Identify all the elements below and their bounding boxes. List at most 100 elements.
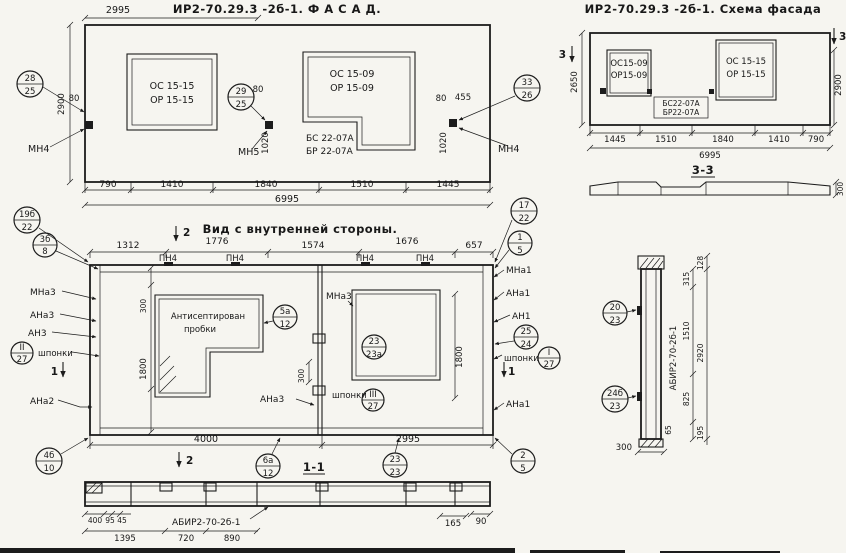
callout-5a-12: 5а 12 [263, 304, 298, 330]
side-section: 20 23 24б 23 АБИР2-70-2б-1 315 1510 825 … [601, 252, 711, 456]
label-an3-left: АН3 [28, 329, 47, 339]
antiseptic-note-1: Антисептирован [171, 312, 245, 322]
callout-I-27: I 27 [537, 346, 561, 370]
dim-1776: 1776 [206, 237, 229, 247]
scheme-window2-outer [715, 39, 777, 101]
label-mna3-left: МНа3 [30, 288, 56, 298]
callout-23-bot: 23 [390, 468, 401, 478]
strip-dims-right: 165 90 [436, 510, 494, 529]
anchor-label-mn4-right: МН4 [498, 144, 519, 155]
dim-400: 400 [88, 516, 103, 525]
callout-5a-bot: 12 [280, 320, 291, 330]
scheme-window1-mark: ОС15-09 [610, 59, 647, 69]
callout-23a-top: 23 [369, 337, 380, 347]
label-shponki-right: шпонки [504, 354, 539, 364]
dim-455: 455 [455, 93, 471, 103]
callout-2-5: 2 5 [494, 437, 536, 474]
inner-mid-vert-dim: 300 [297, 358, 313, 386]
section2-mark-top: 2 [183, 227, 190, 239]
inner-view: 2 Вид с внутренней стороны. 1312 1776 15… [10, 197, 561, 479]
callout-20-top: 20 [610, 303, 621, 313]
leader-ana3-left [59, 313, 97, 322]
antiseptic-note-2: пробки [184, 325, 216, 335]
key-block-1 [312, 333, 326, 344]
inner-window-left-outer [154, 294, 264, 398]
callout-2-top: 2 [520, 451, 525, 461]
callout-17-bot: 22 [519, 214, 530, 224]
facade-beam-mark-bs: БС 22-07А [306, 134, 354, 144]
leader-strip-mark [249, 506, 269, 520]
facade-window1-inner [131, 58, 213, 126]
inner-dim-bottom-chain: 4000 2995 [86, 434, 497, 449]
facade-dim-top: 2995 [81, 5, 262, 22]
scheme-anchor-3 [709, 89, 714, 94]
facade-dim-left: 2900 [57, 21, 74, 186]
dim-790: 790 [99, 180, 116, 190]
callout-29-bot: 25 [236, 100, 247, 110]
callout-23-23a: 23 23а [361, 334, 387, 360]
facade-window2-mark: ОС 15-09 [330, 69, 375, 80]
dim-80-left: 80 [69, 94, 80, 104]
facade-view: ИР2-70.29.3 -2б-1. Ф А С А Д. ОС 15-15 О… [16, 2, 541, 209]
strip-detail-5 [449, 482, 463, 492]
callout-19b-bot: 22 [22, 223, 33, 233]
scheme-beam-bs: БС22-07А [662, 99, 700, 108]
dim-165: 165 [445, 519, 461, 529]
label-an1-right: АН1 [512, 312, 531, 322]
inner-right-vert-dim: 1800 [451, 290, 465, 402]
label-shponki-left: шпонки [38, 349, 73, 359]
leader-mna3-left [61, 290, 97, 300]
scan-artifact-band [0, 548, 515, 553]
loop-label-pn4-1: ПН4 [159, 254, 177, 264]
dim-1395: 1395 [114, 534, 136, 544]
callout-28-25: 28 25 [16, 70, 85, 113]
facade-window2-inner [307, 56, 411, 146]
dim-2920: 2920 [696, 343, 705, 362]
strip-end-detail [85, 482, 103, 494]
scheme-window1-inner [609, 52, 649, 94]
section1-mark-left: 1 [51, 366, 58, 378]
leader-ana2-left [57, 399, 93, 409]
callout-II-top: II [19, 343, 24, 353]
scheme-window2-mark: ОС 15-15 [726, 57, 766, 67]
strip-detail-3 [315, 482, 329, 492]
callout-28-bot: 25 [25, 87, 36, 97]
strip-outline [84, 481, 491, 507]
callout-1-bot: 5 [517, 246, 522, 256]
dim-65: 65 [664, 425, 673, 435]
label-ana1b-right: АНа1 [506, 400, 530, 410]
side-body-inner-lines [645, 269, 657, 439]
section-3-3-joints [617, 182, 789, 195]
dim-95: 95 [105, 516, 115, 525]
strip-detail-2 [203, 482, 217, 492]
facade-dim-total: 6995 [81, 194, 494, 209]
loop-label-pn4-4: ПН4 [416, 254, 434, 264]
leader-ana1a-right [493, 291, 505, 301]
leader-shponki-left [71, 351, 100, 358]
callout-II-bot: 27 [17, 355, 28, 365]
callout-17-22: 17 22 [494, 197, 538, 263]
section-1-1-title: 1-1 [303, 460, 325, 474]
inner-panel-ribs [99, 265, 484, 435]
label-mna3-inner: МНа3 [326, 292, 352, 302]
callout-19b-top: 19б [19, 210, 35, 220]
scheme-view: ИР2-70.29.3 -2б-1. Схема фасада ОС15-09 … [559, 2, 846, 199]
dim-1800-left: 1800 [139, 358, 149, 380]
dim-1510b: 1510 [682, 321, 691, 340]
callout-25-24: 25 24 [494, 324, 539, 350]
section3-mark-left: 3 [559, 49, 566, 61]
section2-mark-bottom: 2 [186, 455, 193, 467]
callout-23-top: 23 [390, 455, 401, 465]
key-block-2 [312, 385, 326, 396]
dim-657: 657 [465, 241, 482, 251]
loop-label-pn4-3: ПН4 [356, 254, 374, 264]
dim-s1410: 1410 [768, 135, 790, 145]
dim-1445: 1445 [437, 180, 460, 190]
facade-beam-mark-br: БР 22-07А [306, 147, 354, 157]
label-ana1a-right: АНа1 [506, 289, 530, 299]
dim-6995: 6995 [275, 194, 299, 205]
dim-300-mid: 300 [297, 369, 306, 384]
side-dim-chain-outer: 128 2920 195 [696, 252, 711, 445]
section-3-3-title: 3-3 [692, 163, 714, 177]
facade-window2-outer [302, 51, 416, 151]
